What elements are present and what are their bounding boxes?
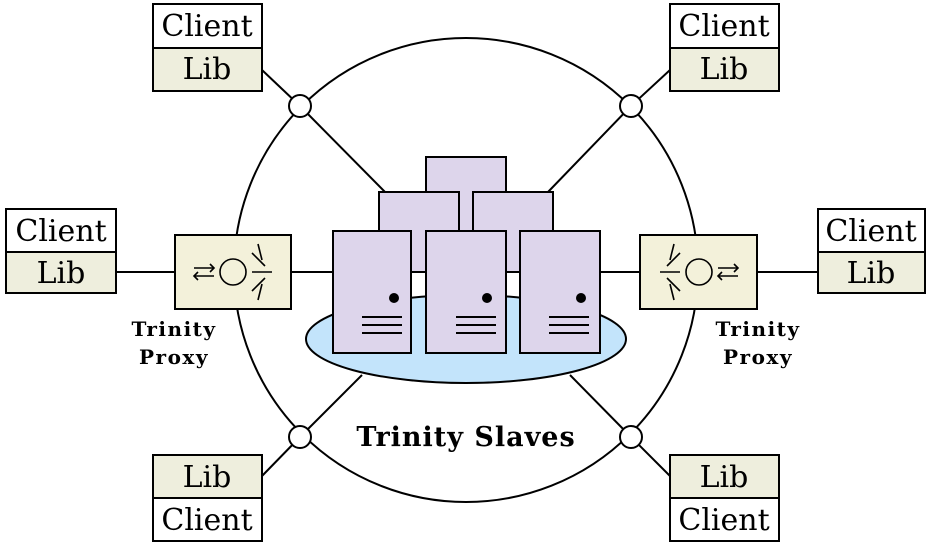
client-label: Client	[161, 503, 252, 538]
server-icon	[519, 230, 601, 354]
client-node-right: Client Lib	[817, 208, 926, 294]
junction-node	[288, 425, 312, 449]
client-label: Client	[825, 214, 916, 249]
client-cell	[152, 3, 263, 49]
client-cell	[669, 3, 780, 49]
proxy-label-line2: Proxy	[139, 345, 209, 369]
client-node-bottom-left: Lib Client	[152, 454, 263, 542]
lib-cell	[5, 251, 117, 294]
lib-label: Lib	[183, 52, 232, 87]
lib-cell	[152, 454, 263, 499]
proxy-router-icon	[660, 243, 740, 301]
client-node-left: Client Lib	[5, 208, 117, 294]
client-cell	[817, 208, 926, 253]
slaves-label: Trinity Slaves	[356, 422, 575, 453]
ring-junctions	[288, 94, 643, 449]
client-cell	[5, 208, 117, 253]
proxy-box	[639, 234, 758, 310]
lib-label: Lib	[183, 460, 232, 495]
proxy-router-icon	[192, 243, 272, 301]
line-bottom-right-slaves	[569, 374, 632, 438]
proxy-label-line1: Trinity	[131, 317, 216, 341]
client-cell	[152, 497, 263, 542]
lib-label: Lib	[37, 256, 86, 291]
client-label: Client	[161, 9, 252, 44]
lib-label: Lib	[847, 256, 896, 291]
proxy-label-line1: Trinity	[715, 317, 800, 341]
client-node-top-left: Client Lib	[152, 3, 263, 92]
client-label: Client	[678, 503, 769, 538]
client-node-bottom-right: Lib Client	[669, 454, 780, 542]
server-stack	[332, 156, 601, 354]
lib-label: Lib	[700, 460, 749, 495]
server-icon	[425, 230, 507, 354]
lib-cell	[669, 47, 780, 92]
junction-node	[619, 94, 643, 118]
junction-node	[619, 425, 643, 449]
proxy-right: Trinity Proxy	[639, 234, 800, 369]
proxy-box	[174, 234, 292, 310]
lib-label: Lib	[700, 52, 749, 87]
client-cell	[669, 497, 780, 542]
client-node-top-right: Client Lib	[669, 3, 780, 92]
proxy-label-line2: Proxy	[723, 345, 793, 369]
client-label: Client	[15, 214, 106, 249]
lib-cell	[152, 47, 263, 92]
junction-node	[288, 94, 312, 118]
line-top-right-slaves	[547, 105, 632, 193]
line-bottom-left-slaves	[299, 374, 363, 438]
client-label: Client	[678, 9, 769, 44]
lib-cell	[817, 251, 926, 294]
proxy-left: Trinity Proxy	[131, 234, 292, 369]
server-icon	[332, 230, 412, 354]
line-top-left-slaves	[299, 105, 386, 193]
